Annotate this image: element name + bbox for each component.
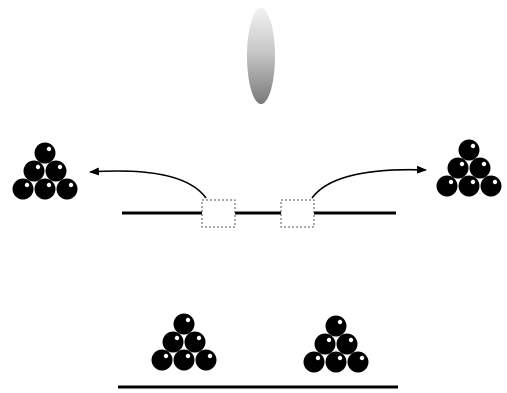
- ball-body: [458, 175, 480, 197]
- ball-body: [303, 351, 325, 373]
- ball: [314, 333, 336, 355]
- ball: [34, 178, 56, 200]
- ball-highlight: [315, 355, 321, 361]
- ball-body: [151, 349, 173, 371]
- ball-highlight: [24, 182, 30, 188]
- ball: [173, 349, 195, 371]
- ball: [173, 313, 195, 335]
- ball-body: [314, 333, 336, 355]
- ball: [34, 142, 56, 164]
- ball-body: [23, 160, 45, 182]
- right-site-box: [280, 199, 315, 228]
- ball: [151, 349, 173, 371]
- ball: [325, 315, 347, 337]
- ball-body: [162, 331, 184, 353]
- ball-body: [469, 157, 491, 179]
- ball-body: [347, 351, 369, 373]
- bottom-panel: [118, 313, 398, 389]
- ball: [162, 331, 184, 353]
- ball-highlight: [46, 182, 52, 188]
- ball: [436, 175, 458, 197]
- ball: [480, 175, 502, 197]
- ball-highlight: [470, 179, 476, 185]
- right-arrow: [311, 165, 427, 199]
- ball-highlight: [459, 161, 465, 167]
- ball-highlight: [207, 353, 213, 359]
- ball: [325, 351, 347, 373]
- ball: [336, 333, 358, 355]
- ball-highlight: [359, 355, 365, 361]
- ball: [303, 351, 325, 373]
- ball-body: [184, 331, 206, 353]
- ball-body: [34, 142, 56, 164]
- ball-body: [458, 139, 480, 161]
- ball: [184, 331, 206, 353]
- ball-body: [195, 349, 217, 371]
- left-site-box: [201, 199, 236, 228]
- ball-highlight: [337, 319, 343, 325]
- ball-body: [173, 313, 195, 335]
- right-pyramid: [436, 139, 502, 197]
- ball-highlight: [57, 164, 63, 170]
- ball: [458, 139, 480, 161]
- ball-body: [45, 160, 67, 182]
- left-arrow: [89, 167, 207, 199]
- bottom-right-pyramid: [303, 315, 369, 373]
- ball-body: [325, 351, 347, 373]
- ball: [469, 157, 491, 179]
- ball-body: [480, 175, 502, 197]
- ball-highlight: [185, 353, 191, 359]
- ball: [195, 349, 217, 371]
- ball-highlight: [337, 355, 343, 361]
- ball-body: [447, 157, 469, 179]
- ball-highlight: [68, 182, 74, 188]
- focusing-lens: [247, 8, 275, 104]
- ball-highlight: [492, 179, 498, 185]
- ball-highlight: [326, 337, 332, 343]
- ball-highlight: [185, 317, 191, 323]
- ball: [458, 175, 480, 197]
- ball-highlight: [35, 164, 41, 170]
- ball-body: [12, 178, 34, 200]
- ball-body: [56, 178, 78, 200]
- ball: [56, 178, 78, 200]
- ball: [347, 351, 369, 373]
- ball-highlight: [174, 335, 180, 341]
- top-panel: [12, 8, 502, 228]
- ball: [447, 157, 469, 179]
- ball-body: [34, 178, 56, 200]
- ball-highlight: [196, 335, 202, 341]
- ball-highlight: [163, 353, 169, 359]
- bottom-left-pyramid: [151, 313, 217, 371]
- ball-highlight: [348, 337, 354, 343]
- ball: [23, 160, 45, 182]
- ball-highlight: [470, 143, 476, 149]
- ball-highlight: [481, 161, 487, 167]
- ball-highlight: [46, 146, 52, 152]
- ball: [45, 160, 67, 182]
- ball-body: [336, 333, 358, 355]
- ball: [12, 178, 34, 200]
- ball-highlight: [448, 179, 454, 185]
- ball-body: [173, 349, 195, 371]
- ball-body: [325, 315, 347, 337]
- ball-body: [436, 175, 458, 197]
- left-pyramid: [12, 142, 78, 200]
